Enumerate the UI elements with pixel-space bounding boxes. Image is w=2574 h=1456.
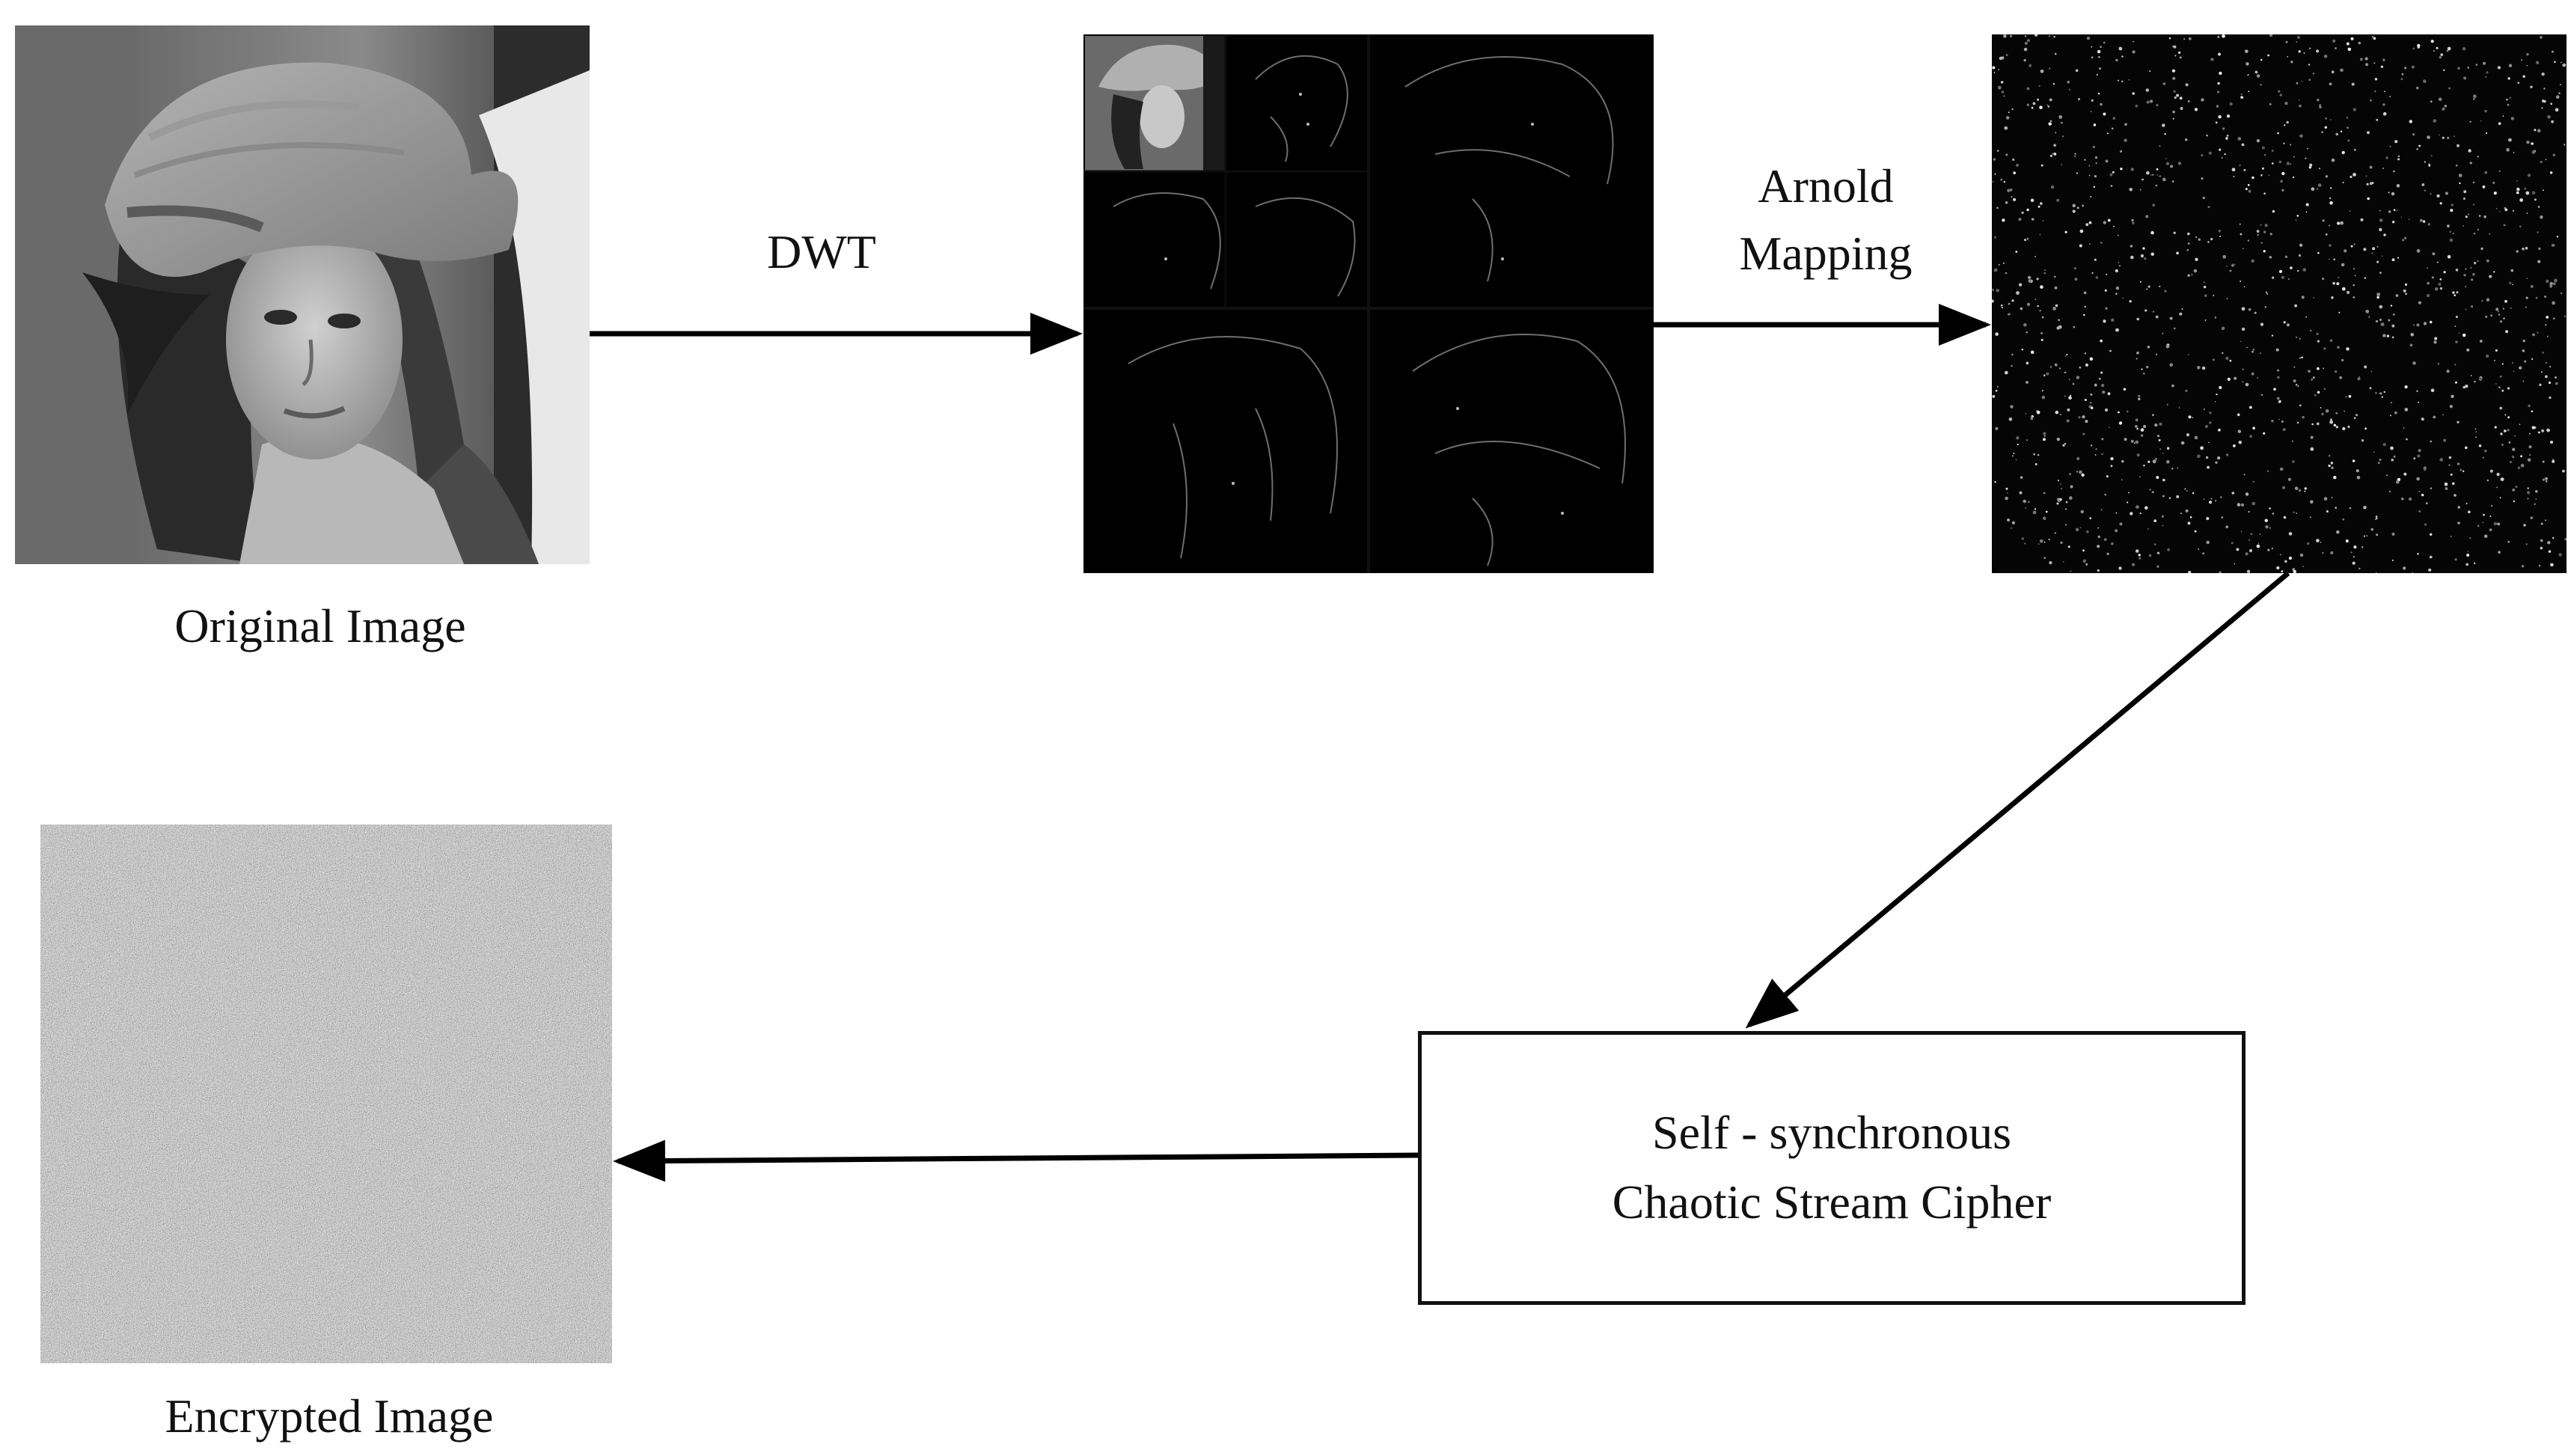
cipher-to-encrypted-arrow (613, 1140, 1419, 1182)
original-image-label: Original Image (174, 599, 466, 652)
original-image-panel (15, 25, 590, 564)
encrypted-image-label: Encrypted Image (165, 1389, 494, 1443)
original-image-picture (15, 25, 590, 564)
encrypted-image-panel (40, 825, 612, 1363)
cipher-box: Self - synchronous Chaotic Stream Cipher (1418, 1031, 2246, 1305)
scramble-to-cipher-arrow (1745, 571, 2290, 1029)
arnold-edge-label: Arnold Mapping (1739, 153, 1912, 287)
dwt-edge-label: DWT (767, 225, 876, 278)
arnold-label-line1: Arnold (1758, 159, 1894, 212)
dwt-subbands-picture (1083, 34, 1654, 573)
arnold-label-line2: Mapping (1739, 226, 1913, 280)
cipher-label-line1: Self - synchronous (1652, 1106, 2011, 1160)
dwt-result-panel (1083, 34, 1654, 573)
cipher-label-line2: Chaotic Stream Cipher (1612, 1175, 2052, 1229)
scrambled-image-picture (1992, 34, 2567, 573)
encrypted-image-picture (40, 825, 612, 1363)
scrambled-image-panel (1992, 34, 2567, 573)
